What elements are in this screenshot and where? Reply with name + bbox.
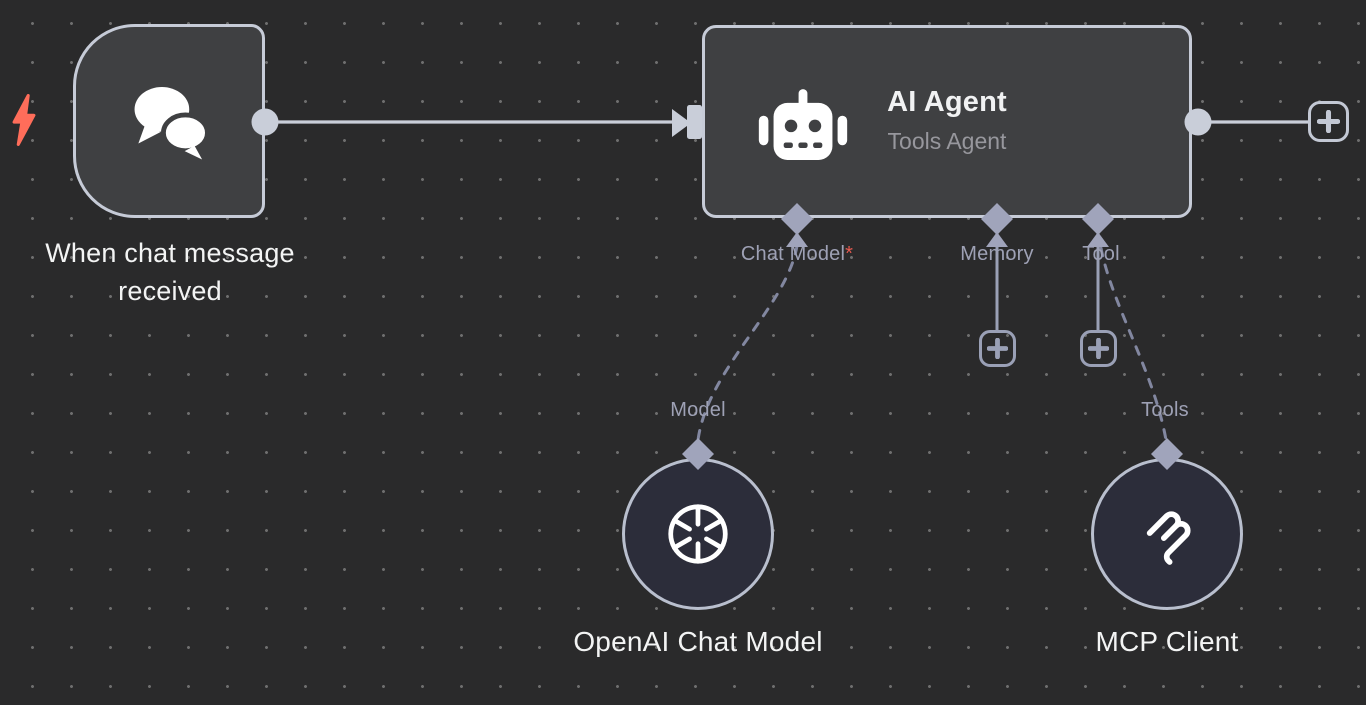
openai-logo-icon: [668, 504, 728, 564]
input-port-arrow: [672, 109, 691, 137]
plus-icon: [987, 338, 1008, 359]
add-next-node-button[interactable]: [1308, 101, 1349, 142]
openai-node-name: OpenAI Chat Model: [573, 626, 823, 657]
agent-node-title: AI Agent: [887, 86, 1007, 118]
trigger-node-name: When chat message received: [45, 238, 295, 307]
port-label-model: Model: [670, 399, 726, 421]
node-when-chat-message-received[interactable]: [73, 24, 265, 218]
add-tool-button[interactable]: [1080, 330, 1117, 367]
node-ai-agent[interactable]: AI Agent Tools Agent: [702, 25, 1192, 218]
plus-icon: [1088, 338, 1109, 359]
port-label-tools: Tools: [1141, 399, 1189, 421]
required-asterisk: *: [845, 243, 854, 265]
port-label-chat-model: Chat Model*: [740, 243, 854, 265]
port-label-tool: Tool: [1082, 243, 1120, 265]
node-openai-chat-model[interactable]: [622, 458, 774, 610]
mcp-logo-icon: [1146, 511, 1191, 565]
mcp-node-name: MCP Client: [1095, 626, 1239, 657]
lightning-bolt-icon: [12, 94, 36, 146]
robot-icon: [758, 89, 848, 160]
node-mcp-client[interactable]: [1091, 458, 1243, 610]
plus-icon: [1317, 110, 1340, 133]
input-port-agent[interactable]: [687, 105, 702, 139]
agent-node-subtitle: Tools Agent: [887, 128, 1007, 154]
add-memory-button[interactable]: [979, 330, 1016, 367]
chat-bubbles-icon: [134, 87, 210, 160]
